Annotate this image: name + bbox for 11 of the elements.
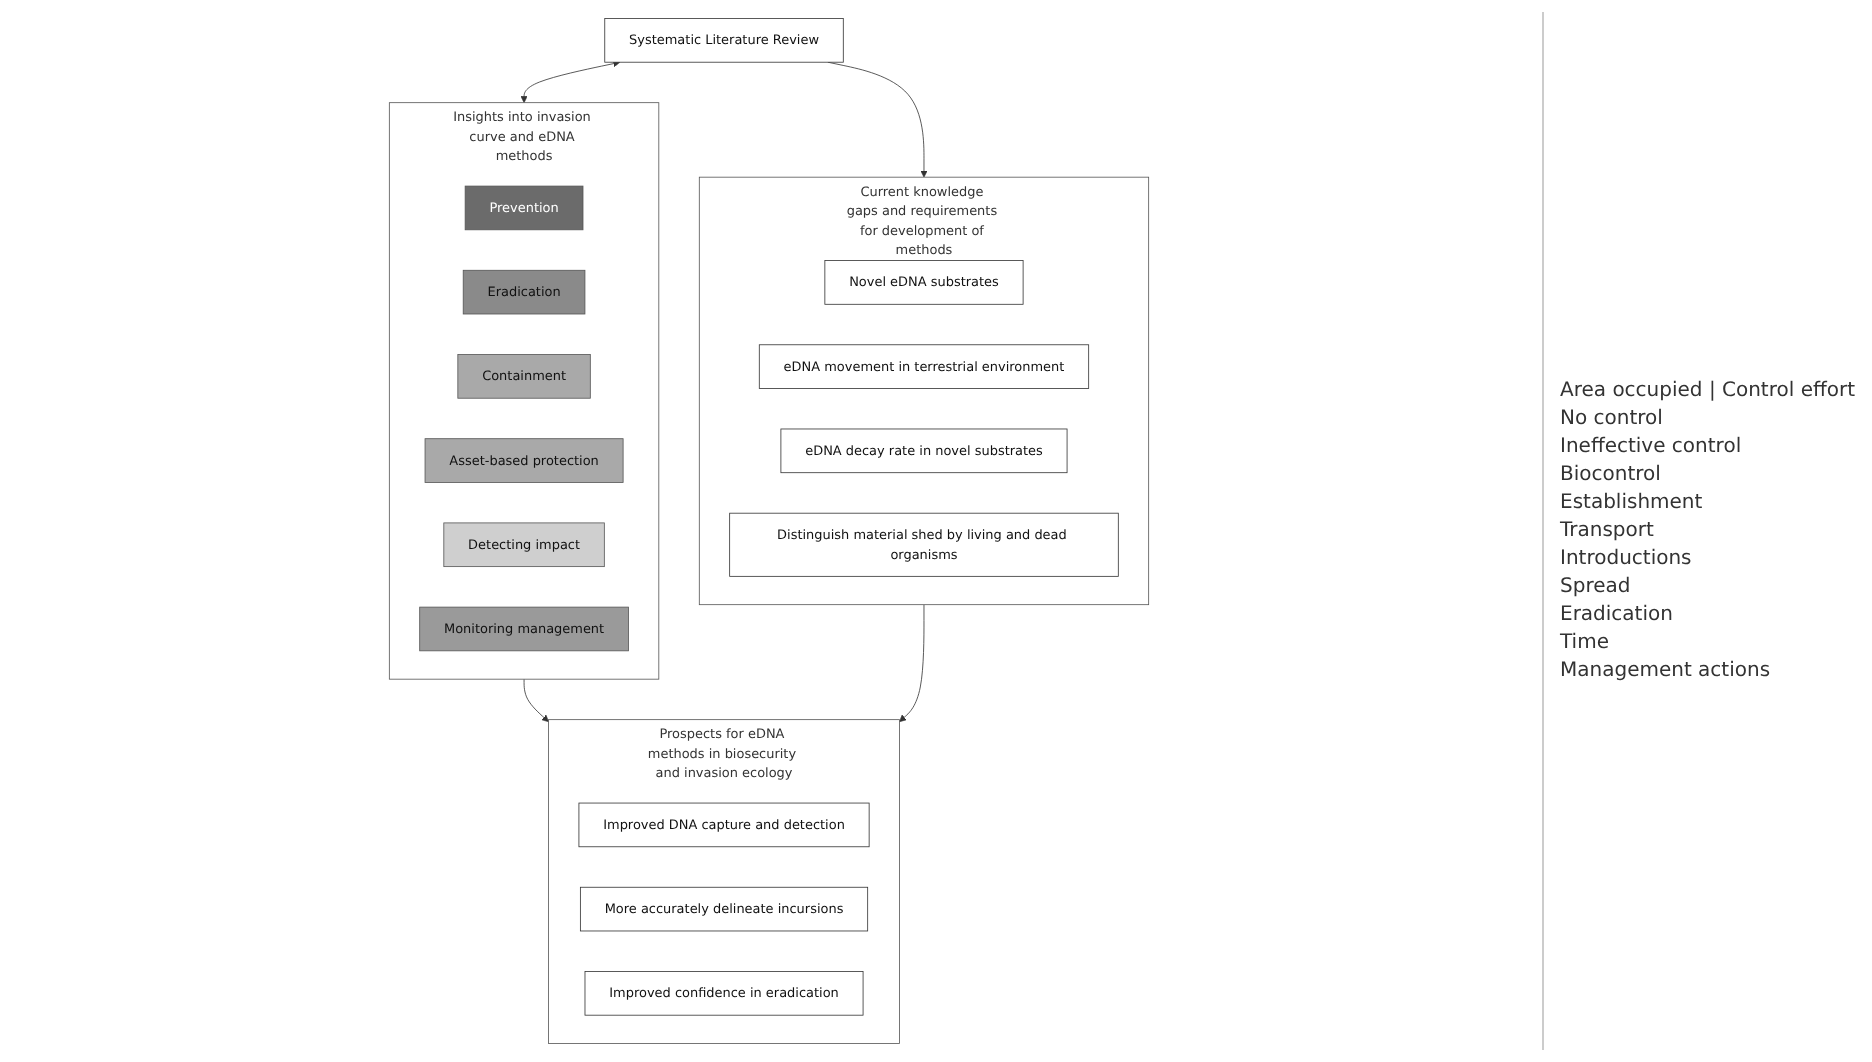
chart-label: Ineffective control xyxy=(1560,436,1744,458)
chart-label: Spread xyxy=(1560,576,1633,598)
chart-label: Time xyxy=(1560,632,1611,654)
chart-label: Area occupied | Control effort xyxy=(1560,380,1858,402)
chart-label: Management actions xyxy=(1560,660,1773,682)
chart-label: Eradication xyxy=(1560,604,1675,626)
chart-label: Biocontrol xyxy=(1560,464,1663,486)
chart-label: No control xyxy=(1560,408,1665,430)
chart-label: Introductions xyxy=(1560,548,1694,570)
chart-label: Transport xyxy=(1560,520,1656,542)
chart-label: Establishment xyxy=(1560,492,1705,514)
